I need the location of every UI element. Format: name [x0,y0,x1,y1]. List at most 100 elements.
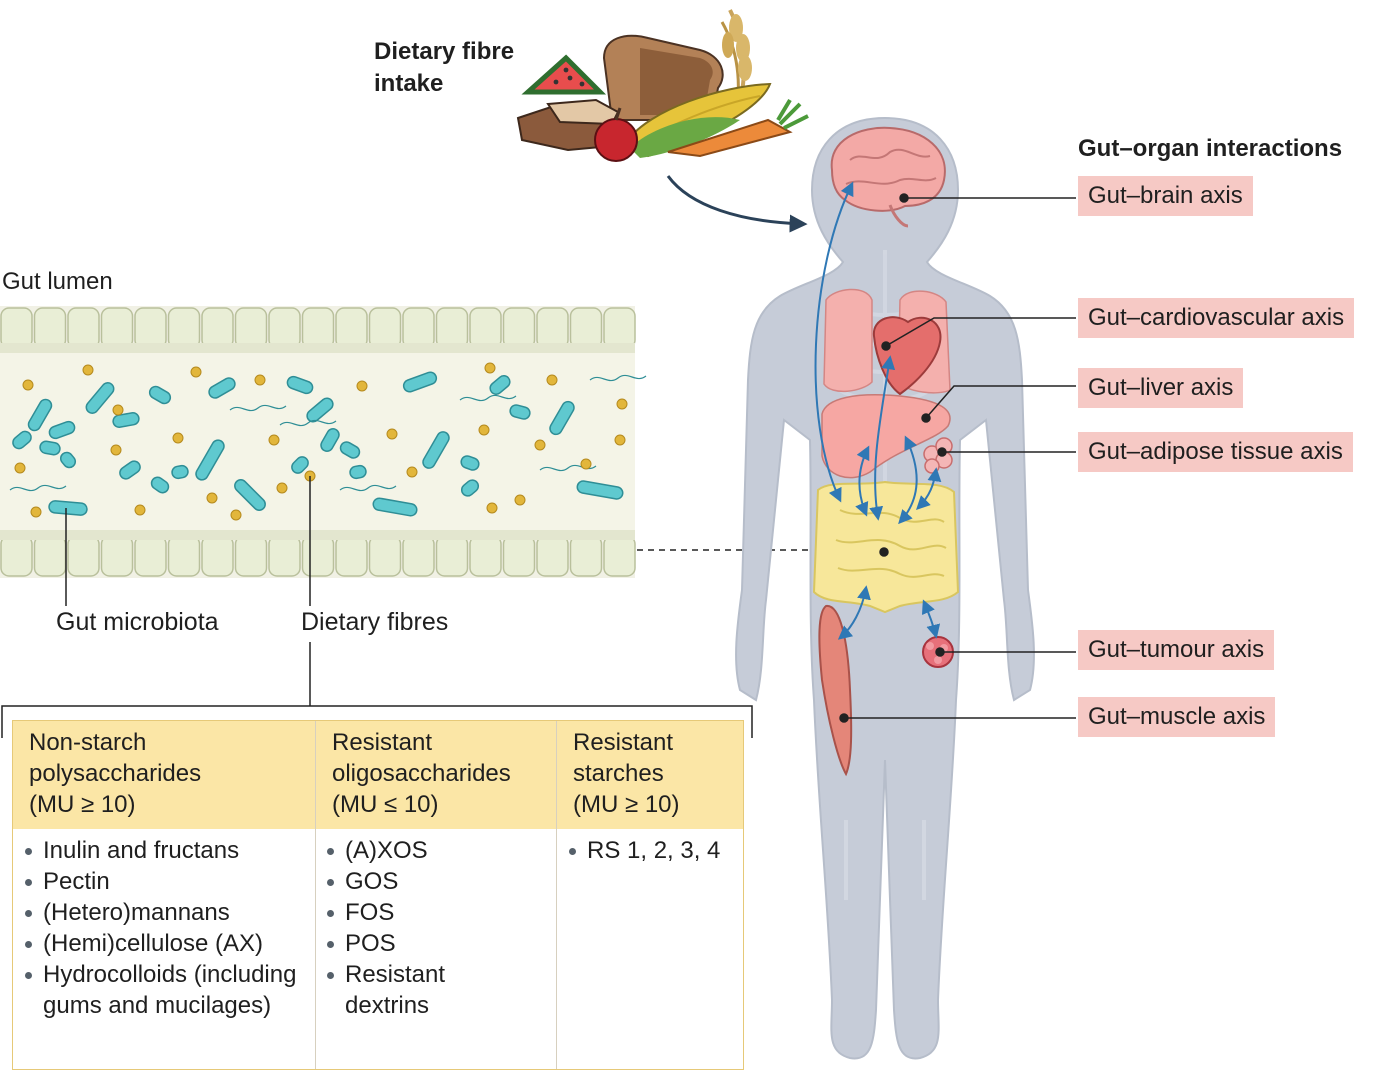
epithelial-cell [67,307,100,349]
human-body [735,116,1035,1060]
epithelial-cell [335,535,368,577]
list-item: FOS [325,897,553,928]
bacterium [171,464,189,480]
bacterium [286,375,314,395]
epithelial-cells-bottom [0,535,636,577]
bacterium [460,455,480,471]
gut-brain-axis-label: Gut–brain axis [1078,176,1253,216]
bacterium [576,480,624,500]
resistant-starches-header: Resistant starches (MU ≥ 10) [557,721,743,829]
fibre-particle [14,462,26,474]
epithelial-cell [469,535,502,577]
column-divider [556,721,557,1069]
fibre-particle [172,432,184,444]
epithelial-cell [234,307,268,349]
bacterium [150,476,170,494]
bacterium [372,497,418,517]
watermelon-icon [521,54,607,95]
epithelial-cell [368,307,402,349]
flagellum [589,374,647,382]
fibre-particle [616,398,628,410]
bacterium [85,382,115,414]
intake-arrow [666,175,808,233]
epithelial-cell [603,307,636,349]
dietary-fibre-intake-title: Dietary fibre intake [374,36,514,100]
fibre-particle [546,374,558,386]
header-line: starches [573,760,664,787]
bacterium [460,479,480,497]
intake-title-line2: intake [374,70,444,97]
epithelial-cell [536,307,569,349]
gut-liver-axis-label: Gut–liver axis [1078,368,1244,408]
gut-organ-arrows [814,181,942,640]
bacterium [27,398,53,432]
non-starch-polysaccharides-list: Inulin and fructans Pectin (Hetero)manna… [23,835,313,1021]
fibre-particle [110,444,122,456]
apple-icon [594,107,638,162]
bacterium [59,451,77,469]
flagellum [459,394,517,402]
fibre-particle [580,458,592,470]
fibre-particle [134,504,146,516]
fibre-particle [30,506,42,518]
fibre-particle [112,404,124,416]
gut-lumen-label: Gut lumen [2,268,113,295]
resistant-oligosaccharides-header: Resistant oligosaccharides (MU ≤ 10) [316,721,556,829]
epithelial-cell [0,535,33,577]
epithelial-cell [402,307,435,349]
epithelial-cell [301,535,335,577]
bacterium [339,441,361,459]
bacterium [48,500,88,516]
epithelial-cell [33,535,67,577]
list-item: Pectin [23,866,313,897]
list-item: (A)XOS [325,835,553,866]
bacterium [195,439,225,481]
fibre-types-table: Non-starch polysaccharides (MU ≥ 10) Res… [12,720,744,1070]
epithelial-cell [167,307,201,349]
epithelial-cell [536,535,569,577]
epithelial-cell [603,535,636,577]
gut-muscle-axis-label: Gut–muscle axis [1078,697,1276,737]
bacterium [402,371,438,393]
fibre-particle [82,364,94,376]
header-line: polysaccharides [29,760,202,787]
bacterium [509,404,531,420]
list-item: (Hetero)mannans [23,897,313,928]
bacterium [12,430,32,450]
fibre-particle [406,466,418,478]
bacterium [208,377,236,399]
fibre-particle [190,366,202,378]
bacterium [489,375,511,395]
fibre-particle [534,439,546,451]
fibre-particle [230,509,242,521]
fibre-particle [386,428,398,440]
epithelial-cell [201,307,234,349]
dietary-fibre-dots [14,362,628,521]
intestine-icon [812,480,960,614]
resistant-oligosaccharides-list: (A)XOS GOS FOS POS Resistant dextrins [325,835,553,1021]
bacterium [48,420,76,440]
bread-slices-icon [516,98,620,152]
gut-tumour-axis-label: Gut–tumour axis [1078,630,1275,670]
non-starch-polysaccharides-header: Non-starch polysaccharides (MU ≥ 10) [13,721,315,829]
epithelial-cell [435,535,469,577]
axis-leaders [839,193,1076,723]
epithelial-cell [67,535,100,577]
epithelial-cell [502,307,536,349]
bacterium [112,412,140,428]
epithelial-cell [569,307,603,349]
flagellum [229,404,287,412]
epithelial-cell [167,535,201,577]
epithelial-cell [100,535,134,577]
epithelial-cell [100,307,134,349]
epithelial-cell [268,307,301,349]
list-item: Resistant dextrins [325,959,475,1021]
bacterium [291,456,309,474]
epithelial-cell [502,535,536,577]
epithelial-cell [335,307,368,349]
epithelial-cell [201,535,234,577]
header-line: Non-starch [29,729,147,756]
flagellum [339,484,397,492]
gut-microbiota-bacteria [9,371,647,517]
gut-organ-interactions-title: Gut–organ interactions [1078,135,1343,162]
